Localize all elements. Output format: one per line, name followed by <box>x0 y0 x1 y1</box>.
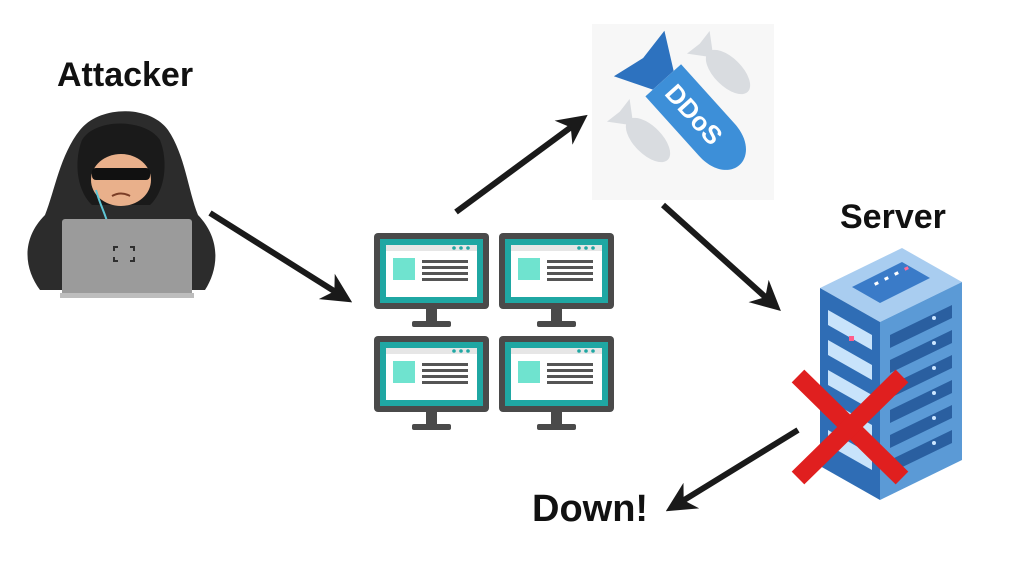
down-label: Down! <box>532 488 649 530</box>
red-cross-icon <box>791 369 909 485</box>
arrow-ddos-to-server <box>660 202 781 312</box>
server-rack-icon <box>820 248 962 500</box>
botnet-computers-icon <box>374 233 614 430</box>
arrow-attacker-to-botnet <box>208 210 353 303</box>
arrow-server-to-down <box>665 427 800 512</box>
attacker-label: Attacker <box>57 56 194 94</box>
monitor-icon <box>374 233 489 327</box>
arrow-botnet-to-ddos <box>454 114 588 215</box>
ddos-bomb-icon: DDoS <box>592 24 774 200</box>
server-label: Server <box>840 198 946 236</box>
laptop-icon <box>60 219 194 298</box>
